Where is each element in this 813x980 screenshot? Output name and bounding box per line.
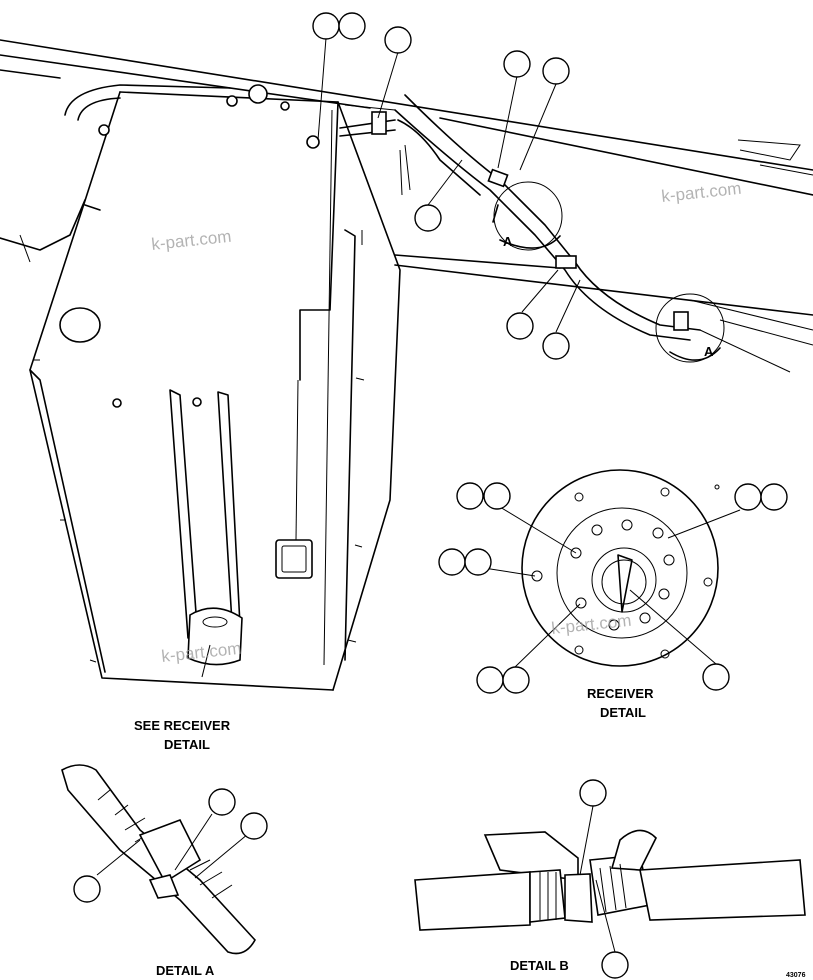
callout-balloon (506, 312, 534, 340)
view-a-indicator-1: A (492, 181, 563, 251)
callout-balloon (483, 482, 511, 510)
callout-balloon (734, 483, 762, 511)
hydraulic-hoses (339, 94, 701, 341)
see-receiver-label-line2: DETAIL (164, 737, 210, 752)
drawing-number: 43076 (786, 972, 806, 979)
callout-balloon (456, 482, 484, 510)
view-a-label-2: A (704, 344, 714, 359)
callout-balloon (476, 666, 504, 694)
callout-balloon (702, 663, 730, 691)
leader-lines (96, 37, 741, 953)
callout-balloon (240, 812, 268, 840)
receiver-detail-label-line2: DETAIL (600, 705, 646, 720)
callout-balloon (502, 666, 530, 694)
view-a-label-1: A (503, 234, 513, 249)
callout-balloon (542, 332, 570, 360)
hydraulic-tank (0, 84, 401, 691)
view-a-indicator-2: A (655, 293, 725, 363)
detail-a-label: DETAIL A (156, 963, 215, 978)
callout-balloon (73, 875, 101, 903)
watermark: k-part.com (150, 227, 232, 254)
see-receiver-label-line1: SEE RECEIVER (134, 718, 231, 733)
callout-balloon (464, 548, 492, 576)
callout-balloon (338, 12, 366, 40)
callout-balloon (503, 50, 531, 78)
callout-balloon (208, 788, 236, 816)
watermark: k-part.com (660, 179, 742, 206)
detail-b-label: DETAIL B (510, 958, 569, 973)
frame-rail-upper (0, 39, 813, 196)
callout-balloon (601, 951, 629, 979)
frame-rail-lower (394, 254, 813, 373)
callout-balloon (542, 57, 570, 85)
callout-balloon (579, 779, 607, 807)
callout-balloon (312, 12, 340, 40)
detail-a: DETAIL A (61, 764, 256, 978)
receiver-flange: RECEIVER DETAIL (521, 469, 720, 720)
callout-balloons (73, 12, 788, 979)
detail-b: DETAIL B (414, 829, 806, 973)
callout-balloon (438, 548, 466, 576)
callout-balloon (760, 483, 788, 511)
callout-balloon (414, 204, 442, 232)
callout-balloon (384, 26, 412, 54)
receiver-detail-label-line1: RECEIVER (587, 686, 654, 701)
